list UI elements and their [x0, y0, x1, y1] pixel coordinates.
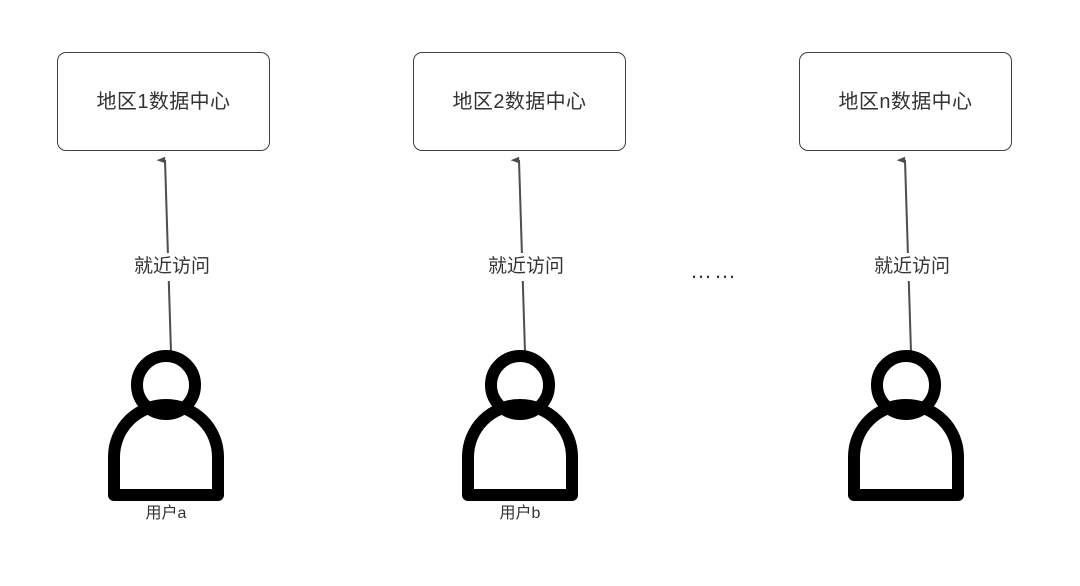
datacenter-node-3[interactable]: 地区n数据中心 [799, 52, 1012, 151]
user-icon-2[interactable] [454, 345, 586, 505]
datacenter-node-1-label: 地区1数据中心 [96, 90, 231, 113]
edge-label-3: 就近访问 [850, 253, 974, 281]
user-icon-1[interactable] [100, 345, 232, 505]
user-caption-2: 用户b [499, 505, 541, 522]
datacenter-node-3-label: 地区n数据中心 [838, 90, 973, 113]
datacenter-node-2[interactable]: 地区2数据中心 [413, 52, 626, 151]
edge-label-2: 就近访问 [464, 253, 588, 281]
ellipsis-separator: …… [690, 258, 738, 283]
user-caption-1: 用户a [145, 505, 187, 522]
edge-label-1: 就近访问 [110, 253, 234, 281]
datacenter-node-1[interactable]: 地区1数据中心 [57, 52, 270, 151]
user-icon-3[interactable] [840, 345, 972, 505]
datacenter-node-2-label: 地区2数据中心 [452, 90, 587, 113]
